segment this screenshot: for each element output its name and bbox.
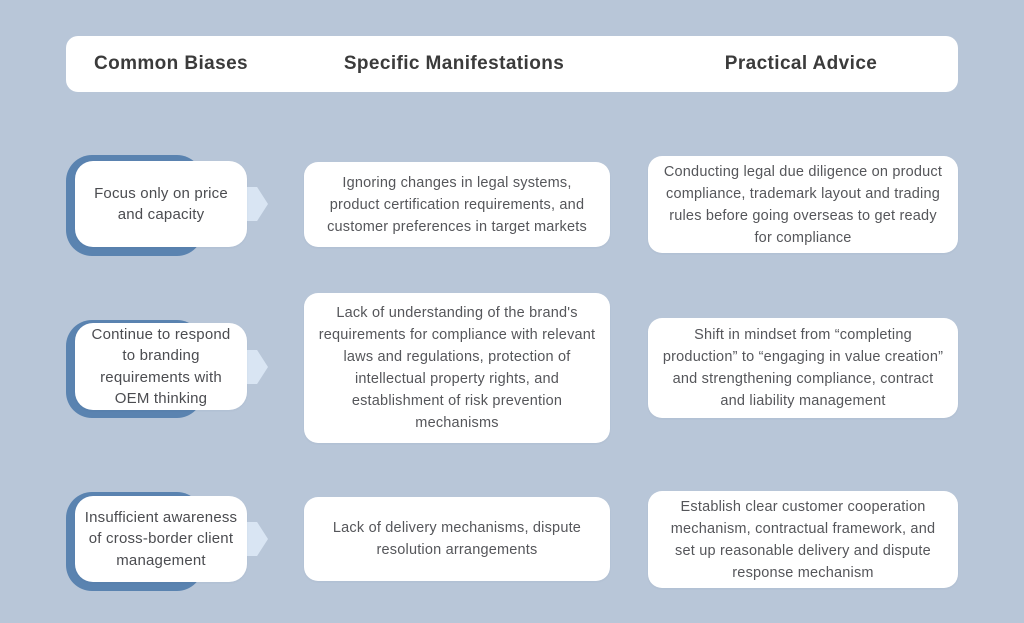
manifestation-card: Lack of delivery mechanisms, dispute res… (304, 497, 610, 581)
bias-card: Continue to respond to branding requirem… (75, 323, 247, 410)
column-heading-practical-advice: Practical Advice (724, 53, 878, 74)
bias-text: Continue to respond to branding requirem… (91, 325, 231, 408)
advice-text: Establish clear customer cooperation mec… (670, 498, 936, 581)
advice-card: Conducting legal due diligence on produc… (648, 156, 958, 253)
advice-card: Shift in mindset from “completing produc… (648, 318, 958, 418)
manifestation-card: Lack of understanding of the brand's req… (304, 293, 610, 443)
table-header-bar: Common Biases Specific Manifestations Pr… (66, 36, 958, 92)
bias-card: Focus only on price and capacity (75, 161, 247, 247)
column-heading-specific-manifestations: Specific Manifestations (343, 53, 565, 74)
advice-text: Conducting legal due diligence on produc… (663, 163, 943, 246)
bias-text: Insufficient awareness of cross-border c… (84, 508, 238, 569)
manifestation-card: Ignoring changes in legal systems, produ… (304, 162, 610, 247)
bias-text: Focus only on price and capacity (94, 184, 228, 224)
manifestation-text: Lack of delivery mechanisms, dispute res… (332, 520, 582, 558)
advice-text: Shift in mindset from “completing produc… (662, 327, 944, 409)
manifestation-text: Lack of understanding of the brand's req… (318, 305, 596, 431)
bias-card: Insufficient awareness of cross-border c… (75, 496, 247, 582)
manifestation-text: Ignoring changes in legal systems, produ… (327, 174, 587, 235)
column-heading-common-biases: Common Biases (93, 53, 249, 74)
advice-card: Establish clear customer cooperation mec… (648, 491, 958, 588)
